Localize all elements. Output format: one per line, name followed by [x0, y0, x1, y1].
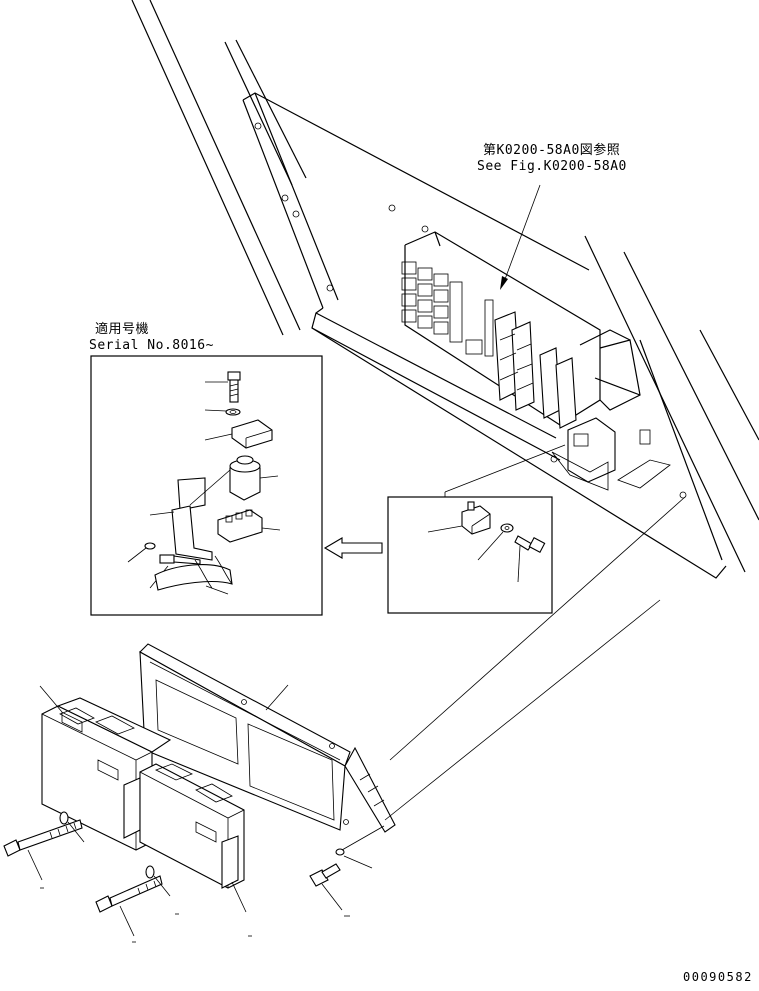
serial-label-jp: 適用号機: [95, 322, 150, 337]
bracket-part: [149, 469, 231, 561]
bottom-washer-3: [335, 825, 385, 869]
reference-label-en: See Fig.K0200-58A0: [477, 159, 627, 174]
reference-label-jp: 第K0200-58A0図参照: [483, 143, 621, 158]
controller-mounting-frame: [139, 643, 396, 833]
bolt-part: [205, 371, 241, 403]
washer-part: [204, 408, 241, 416]
inset-leader-line: [389, 496, 686, 761]
fuse-rows: [401, 261, 494, 357]
controller-unit-1: [39, 685, 172, 851]
bottom-washer-1: [59, 811, 85, 843]
inset-serial-parts: [90, 355, 323, 616]
drawing-number: 00090582: [683, 970, 753, 984]
cab-pillar-lines: [131, 0, 759, 573]
washer-part-right: [477, 523, 514, 561]
bolt-part-right: [514, 535, 546, 583]
screw-and-clamp-part: [127, 542, 233, 595]
relay-part: [204, 419, 273, 449]
relay-part-right: [427, 501, 491, 535]
serial-label-en: Serial No.8016~: [89, 338, 214, 353]
buzzer-part: [229, 455, 279, 501]
rear-panel: [242, 92, 727, 579]
reference-leader: [500, 184, 541, 290]
controller-unit-2: [139, 763, 247, 913]
bottom-bolt-2: [95, 875, 163, 937]
direction-arrow: [323, 537, 383, 559]
connector-blocks: [494, 311, 577, 429]
item-label-ticks: [40, 887, 350, 943]
bottom-bolt-1: [3, 819, 83, 881]
frame-leader-line: [384, 599, 661, 821]
fuse-box-assembly: [401, 231, 671, 491]
bottom-bolt-3: [309, 863, 343, 911]
terminal-block-part: [217, 509, 281, 543]
bottom-washer-2: [145, 865, 171, 897]
inset-relay-parts: [387, 444, 566, 614]
